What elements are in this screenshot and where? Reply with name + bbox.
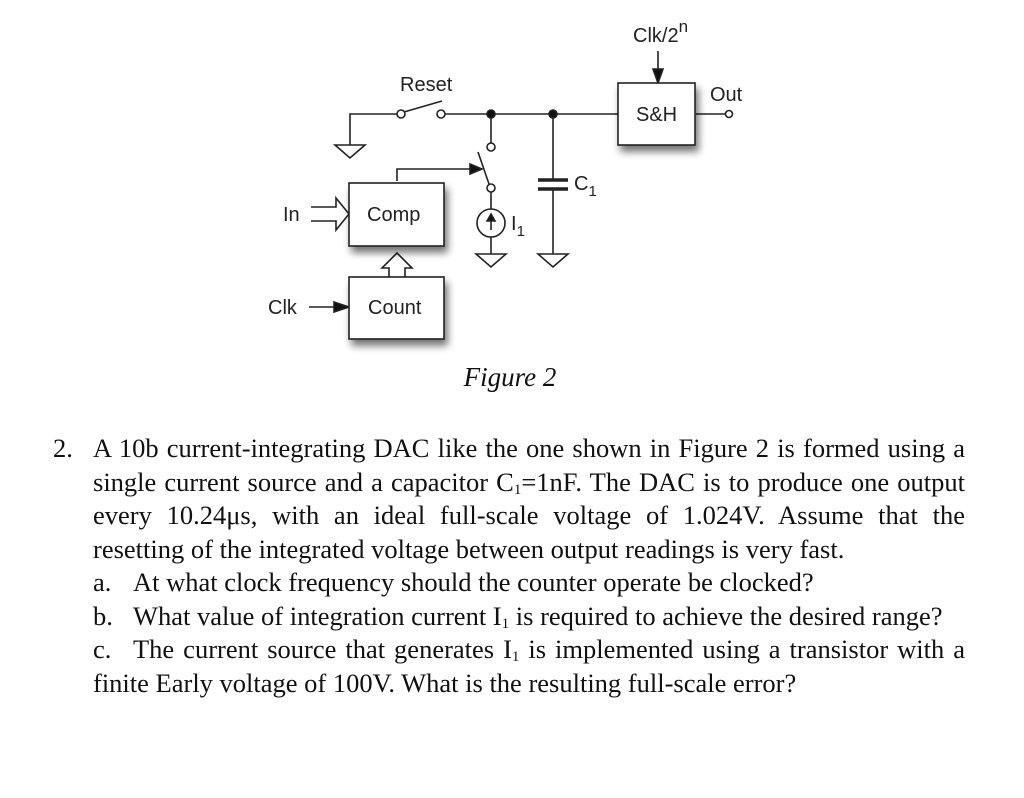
comparator-label: Comp [367, 204, 420, 226]
node-dot [486, 109, 496, 119]
problem-2: 2.A 10b current-integrating DAC like the… [53, 432, 965, 700]
current-source-icon [473, 208, 509, 269]
figure-caption: Figure 2 [463, 362, 557, 392]
comp-control-wire [396, 162, 485, 181]
problem-part-b: b.What value of integration current I1 i… [93, 600, 943, 632]
problem-part-c: c.The current source that generates I1 i… [93, 634, 965, 698]
sample-hold-label: S&H [636, 104, 677, 126]
capacitor-label: C1 [574, 173, 597, 200]
circuit-diagram: Reset Clk/2n S&H Out In Comp Clk Count C… [268, 17, 743, 340]
problem-number: 2. [53, 433, 73, 463]
comparator-block [348, 182, 445, 247]
capacitor-icon [535, 178, 571, 269]
ground-icon [332, 144, 368, 160]
current-label: I1 [511, 213, 525, 240]
output-label: Out [710, 84, 743, 106]
problem-statement: 2.A 10b current-integrating DAC like the… [53, 432, 965, 700]
input-label: In [283, 204, 300, 226]
clock-div-arrow [651, 51, 665, 86]
clock-div-label: Clk/2n [633, 17, 688, 47]
reset-switch [396, 100, 446, 119]
counter-block [348, 276, 445, 340]
reset-ground-wire [349, 113, 397, 145]
counter-label: Count [368, 297, 422, 319]
clk-arrow [309, 300, 352, 314]
sample-hold-block [617, 82, 696, 146]
input-bus-arrow [311, 195, 351, 233]
output-wire [696, 109, 734, 119]
current-switch [477, 142, 496, 209]
node-dot [548, 109, 558, 119]
reset-label: Reset [400, 74, 453, 96]
main-node-wire [445, 113, 615, 180]
problem-part-a: a.At what clock frequency should the cou… [93, 567, 814, 597]
circuit-figure: Reset Clk/2n S&H Out In Comp Clk Count C… [268, 17, 743, 392]
clock-label: Clk [268, 297, 298, 319]
